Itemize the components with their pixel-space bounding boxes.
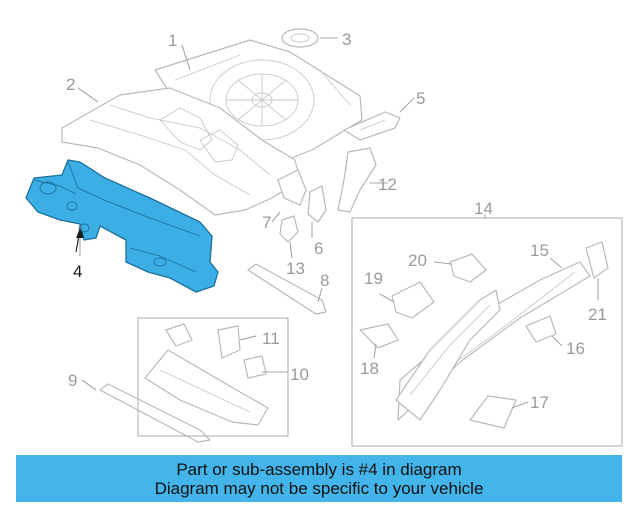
part-2-floor-pan[interactable] xyxy=(61,87,301,216)
callout-21: 21 xyxy=(588,305,607,324)
callout-6: 6 xyxy=(314,239,323,258)
part-11-brackets[interactable] xyxy=(165,323,267,379)
callout-18: 18 xyxy=(360,359,379,378)
callout-19: 19 xyxy=(364,269,383,288)
callout-5: 5 xyxy=(416,89,425,108)
callout-14: 14 xyxy=(474,199,493,218)
part-13-bracket[interactable] xyxy=(279,215,299,243)
part-10-panel[interactable] xyxy=(144,349,269,426)
callout-13: 13 xyxy=(286,259,305,278)
part-19-bracket[interactable] xyxy=(391,281,435,319)
callout-20: 20 xyxy=(408,251,427,270)
part-21-bracket[interactable] xyxy=(585,241,609,279)
part-9-rail[interactable] xyxy=(99,383,211,443)
parts-diagram: 1 2 3 4 5 6 7 8 9 10 11 12 13 14 15 16 1… xyxy=(25,28,623,447)
callout-2: 2 xyxy=(66,75,75,94)
callout-16: 16 xyxy=(566,339,585,358)
callout-1: 1 xyxy=(168,31,177,50)
banner-line-2: Diagram may not be specific to your vehi… xyxy=(154,479,484,498)
part-12-pillar[interactable] xyxy=(337,147,377,213)
callout-15: 15 xyxy=(530,241,549,260)
part-5-bracket[interactable] xyxy=(343,111,401,141)
callout-9: 9 xyxy=(68,371,77,390)
part-6-bracket[interactable] xyxy=(307,185,327,223)
callout-10: 10 xyxy=(290,365,309,384)
callout-4: 4 xyxy=(73,262,82,281)
callout-8: 8 xyxy=(320,271,329,290)
callout-17: 17 xyxy=(530,393,549,412)
callout-11: 11 xyxy=(262,329,280,348)
callout-3: 3 xyxy=(342,30,351,49)
sub-assembly-box-14 xyxy=(351,217,623,447)
part-20-bracket[interactable] xyxy=(449,253,487,283)
part-18-bracket[interactable] xyxy=(359,323,399,349)
part-17-bracket[interactable] xyxy=(469,395,517,429)
part-3-plug[interactable] xyxy=(281,28,319,48)
callout-7: 7 xyxy=(262,213,271,232)
part-16-bracket[interactable] xyxy=(525,315,557,343)
callout-12: 12 xyxy=(378,175,397,194)
part-7-bracket[interactable] xyxy=(277,169,307,206)
info-banner: Part or sub-assembly is #4 in diagram Di… xyxy=(16,455,622,502)
banner-line-1: Part or sub-assembly is #4 in diagram xyxy=(176,460,462,479)
part-14-rail-assembly[interactable] xyxy=(395,289,501,421)
sub-assembly-box-10 xyxy=(137,317,289,437)
part-8-rail[interactable] xyxy=(247,263,327,315)
callout-4-arrow xyxy=(76,228,84,238)
